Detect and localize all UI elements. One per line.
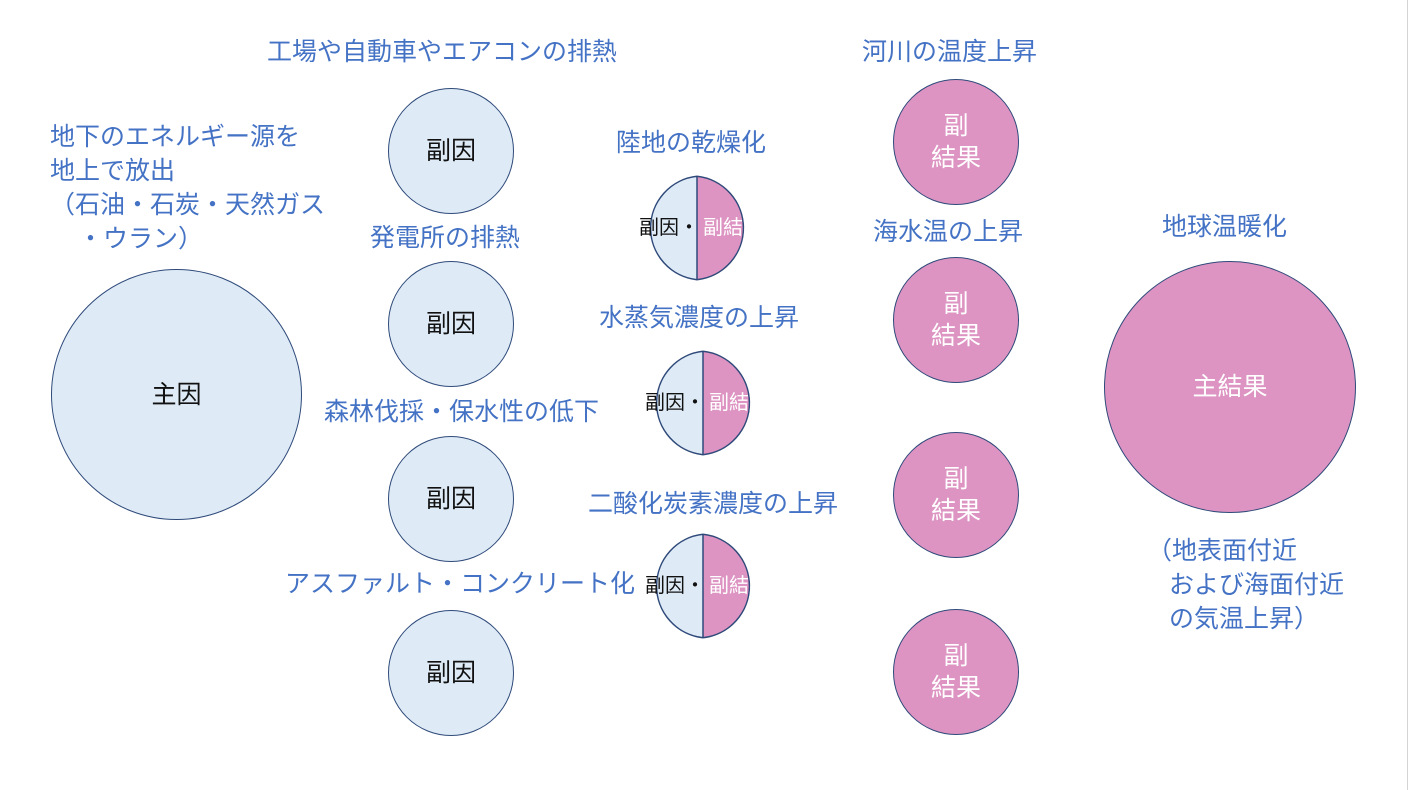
sub-cause-text: 副因 <box>425 136 476 165</box>
sub-cause-circle-factory: 副因 <box>388 88 514 214</box>
sub-cause-text: 副因 <box>425 309 476 338</box>
warming-note-label: （地表面付近 および海面付近 の気温上昇） <box>1147 536 1345 633</box>
main-cause-text: 主因 <box>151 379 202 409</box>
sub-effect-circle-sea: 副結果 <box>893 257 1019 383</box>
pair-effect-text: 副結果 <box>709 573 769 597</box>
sub-cause-circle-asphalt: 副因 <box>388 610 514 736</box>
river-label: 河川の温度上昇 <box>862 37 1038 66</box>
main-effect-circle: 主結果 <box>1104 261 1356 513</box>
sub-effect-circle-4: 副結果 <box>893 609 1019 735</box>
pair-vapor: 副因・ 副結果 <box>629 349 777 457</box>
sub-effect-circle-river: 副結果 <box>893 79 1019 205</box>
main-cause-circle: 主因 <box>51 269 302 520</box>
pair-cause-text: 副因・ <box>645 390 705 414</box>
sub-cause-circle-power-plant: 副因 <box>388 261 514 387</box>
sub-cause-circle-forest: 副因 <box>388 436 514 562</box>
vapor-label: 水蒸気濃度の上昇 <box>599 303 800 332</box>
pair-dry: 副因・ 副結果 <box>623 174 771 282</box>
pair-effect-text: 副結果 <box>703 215 763 239</box>
pair-cause-text: 副因・ <box>645 573 705 597</box>
warming-label: 地球温暖化 <box>1162 212 1288 241</box>
sea-label: 海水温の上昇 <box>873 217 1024 246</box>
sub-effect-circle-3: 副結果 <box>893 432 1019 558</box>
pair-cause-text: 副因・ <box>639 215 699 239</box>
forest-label: 森林伐採・保水性の低下 <box>324 397 600 426</box>
fossil-label: 地下のエネルギー源を 地上で放出 （石油・石炭・天然ガス ・ウラン） <box>50 122 326 253</box>
dry-label: 陸地の乾燥化 <box>616 128 767 157</box>
sub-cause-text: 副因 <box>425 658 476 687</box>
main-effect-text: 主結果 <box>1192 372 1268 401</box>
pair-effect-text: 副結果 <box>709 390 769 414</box>
sub-cause-text: 副因 <box>425 484 476 513</box>
slide-edge <box>1407 0 1408 790</box>
pair-co2: 副因・ 副結果 <box>629 532 777 640</box>
asphalt-label: アスファルト・コンクリート化 <box>285 569 636 598</box>
co2-label: 二酸化炭素濃度の上昇 <box>588 489 839 518</box>
power-plant-label: 発電所の排熱 <box>370 223 521 252</box>
factory-label: 工場や自動車やエアコンの排熱 <box>267 37 618 66</box>
